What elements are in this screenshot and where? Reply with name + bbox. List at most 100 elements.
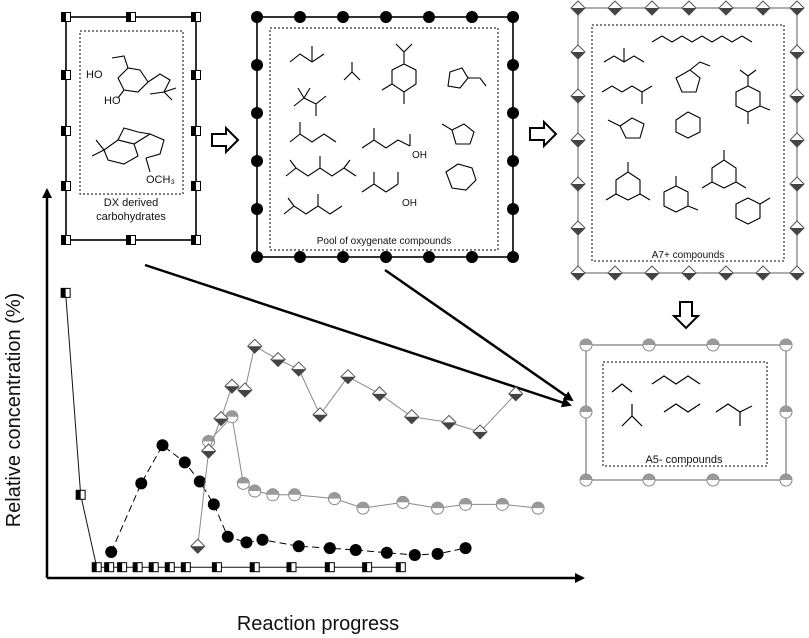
data-point-half-diamond-7 (291, 361, 307, 377)
data-point-half-diamond-3 (224, 378, 240, 394)
a7-border-marker-16 (789, 220, 805, 236)
a5-border-marker-5 (779, 405, 793, 419)
data-point-half-diamond-1 (200, 443, 217, 459)
a5-structures (611, 375, 753, 427)
a7-border-marker-21 (718, 265, 734, 281)
data-point-half-circle-2 (236, 476, 250, 490)
arrow-a7-to-a5 (671, 301, 701, 330)
data-point-filled-circle-5 (207, 498, 220, 511)
a7-border-marker-23 (789, 265, 805, 281)
a5-border-marker-7 (642, 473, 656, 487)
data-point-half-diamond-13 (472, 424, 488, 440)
a7-border-marker-4 (718, 0, 734, 16)
oxygenates-border-marker-5 (466, 11, 478, 23)
series-line-half-square (65, 292, 401, 568)
data-point-filled-circle-14 (431, 547, 444, 560)
data-point-half-diamond-12 (441, 414, 457, 431)
data-point-half-square-2 (91, 562, 102, 573)
data-point-half-circle-5 (288, 488, 302, 502)
a7-border-marker-6 (789, 0, 805, 16)
data-point-filled-circle-10 (323, 542, 336, 555)
a5-border-marker-2 (706, 338, 720, 352)
oxygenates-border-marker-1 (294, 11, 306, 23)
a7-border-marker-22 (755, 265, 771, 281)
data-point-half-square-3 (104, 562, 115, 573)
dx-box-markers (61, 12, 201, 245)
a7-structures (601, 35, 771, 225)
data-point-half-diamond-0 (190, 538, 206, 554)
data-point-filled-circle-9 (292, 540, 305, 553)
oxygenates-border-marker-10 (251, 203, 263, 215)
data-point-half-circle-11 (495, 497, 509, 511)
a5-label: A5- compounds (645, 454, 723, 466)
y-axis-label: Relative concentration (%) (3, 293, 25, 528)
dx-border-marker-5 (61, 126, 71, 136)
a7-border-marker-18 (607, 265, 623, 281)
oxygenates-border-marker-7 (251, 59, 263, 71)
dx-border-marker-4 (191, 70, 201, 80)
data-point-half-diamond-8 (312, 407, 328, 423)
data-point-filled-circle-8 (256, 533, 269, 546)
dx-border-marker-10 (126, 235, 136, 245)
data-point-half-circle-8 (396, 495, 410, 509)
dx-border-marker-6 (191, 126, 201, 136)
oxygenate-oh-1: OH (412, 150, 427, 161)
a5-box: A5- compounds (579, 338, 793, 487)
data-point-half-square-7 (164, 562, 175, 573)
oxygenates-border-marker-2 (337, 11, 349, 23)
oxygenates-border-marker-12 (507, 107, 519, 119)
dx-border-marker-3 (61, 70, 71, 80)
oxygenates-border-marker-4 (423, 11, 435, 23)
a7-label: A7+ compounds (652, 250, 725, 261)
a7-border-marker-3 (681, 0, 697, 16)
dx-border-marker-7 (61, 181, 71, 191)
data-point-half-diamond-5 (247, 338, 263, 354)
arrow-dx-to-oxygenates (211, 125, 240, 155)
data-point-half-circle-3 (248, 484, 262, 498)
arrow-oxygenates-to-a7 (529, 119, 558, 149)
data-point-filled-circle-2 (156, 439, 169, 452)
data-point-half-square-14 (395, 562, 406, 573)
data-point-half-circle-12 (531, 501, 545, 515)
data-point-half-diamond-2 (213, 410, 229, 427)
data-point-half-square-11 (286, 562, 297, 573)
data-point-filled-circle-11 (349, 544, 362, 557)
data-point-half-square-5 (132, 562, 143, 573)
data-point-half-diamond-10 (371, 386, 388, 402)
a5-border-marker-6 (579, 473, 593, 487)
dx-ho-1: HO (86, 69, 103, 81)
oxygenates-border-marker-11 (507, 59, 519, 71)
oxygenates-border-marker-17 (337, 251, 349, 263)
a5-border-marker-9 (779, 473, 793, 487)
dx-border-marker-8 (191, 181, 201, 191)
data-point-filled-circle-1 (135, 477, 148, 490)
arrow-oxygenates-to-a5 (384, 268, 574, 402)
dx-border-marker-2 (191, 12, 201, 22)
oxygenates-border-marker-15 (251, 251, 263, 263)
data-point-filled-circle-13 (408, 548, 421, 561)
dx-border-marker-9 (61, 235, 71, 245)
oxygenates-border-marker-21 (507, 251, 519, 263)
chart-axes: Reaction progress Relative concentration… (3, 188, 585, 635)
a7-border-marker-19 (644, 265, 660, 281)
a7-border-marker-9 (570, 132, 586, 148)
oxygenates-border-marker-8 (251, 107, 263, 119)
data-point-half-square-1 (75, 489, 86, 500)
data-point-filled-circle-6 (221, 530, 234, 543)
a7-border-marker-5 (755, 0, 771, 16)
dx-molecule-bottom (91, 127, 165, 173)
data-point-half-circle-1 (225, 410, 239, 424)
dx-border-marker-1 (126, 12, 136, 22)
a7-border-marker-0 (570, 0, 586, 16)
oxygenates-border-marker-13 (507, 155, 519, 167)
dx-border-marker-11 (191, 235, 201, 245)
a7-border-marker-2 (644, 0, 660, 16)
oxygenates-border-marker-6 (507, 11, 519, 23)
data-point-half-square-9 (211, 562, 222, 573)
arrow-dx-to-a5 (144, 263, 572, 408)
oxygenates-border-marker-18 (380, 251, 392, 263)
data-point-half-circle-4 (266, 488, 280, 502)
a5-border-marker-1 (642, 338, 656, 352)
a7-box-markers (570, 0, 805, 281)
data-point-half-square-4 (117, 562, 128, 573)
